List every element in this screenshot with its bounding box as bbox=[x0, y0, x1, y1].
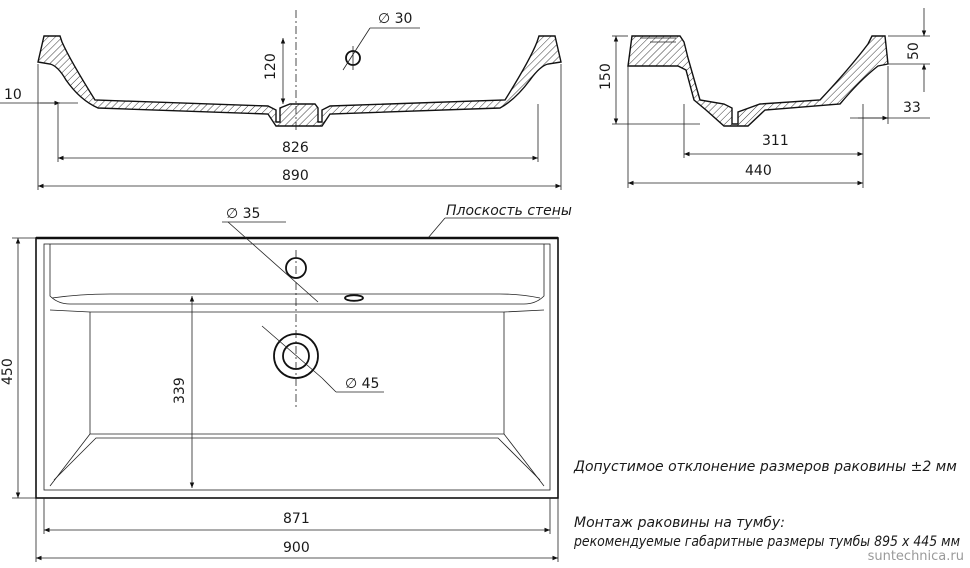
side-offset-dim: 33 bbox=[903, 100, 921, 116]
front-rim-dim: 10 bbox=[4, 87, 22, 103]
top-drain-dim: ∅ 45 bbox=[345, 376, 379, 392]
front-basin-wall bbox=[37, 35, 562, 127]
watermark: suntechnica.ru bbox=[867, 549, 964, 564]
top-inner-depth-dim: 339 bbox=[172, 377, 188, 404]
notes: Допустимое отклонение размеров раковины … bbox=[573, 459, 960, 550]
front-inner-width-dim: 826 bbox=[282, 140, 309, 156]
top-outer-width-dim: 900 bbox=[283, 540, 310, 556]
wall-plane-label: Плоскость стены bbox=[446, 203, 572, 219]
front-outer-width-dim: 890 bbox=[282, 168, 309, 184]
top-view: Плоскость стены ∅ 35 ∅ 45 339 45 bbox=[0, 203, 572, 562]
side-section-view: 150 50 33 311 440 bbox=[598, 8, 930, 188]
top-outer-depth-dim: 450 bbox=[0, 358, 16, 385]
mounting-note: рекомендуемые габаритные размеры тумбы 8… bbox=[573, 534, 960, 550]
top-outer-outline bbox=[35, 237, 559, 499]
top-rim-outline bbox=[43, 243, 551, 491]
front-section-view: ∅ 30 120 10 826 890 bbox=[0, 10, 562, 190]
top-inner-width-dim: 871 bbox=[283, 511, 310, 527]
drain-outer bbox=[273, 333, 319, 379]
side-inner-dim: 311 bbox=[762, 133, 789, 149]
side-outer-dim: 440 bbox=[745, 163, 772, 179]
overflow-slot bbox=[344, 294, 364, 302]
tolerance-note: Допустимое отклонение размеров раковины … bbox=[573, 459, 957, 475]
side-height-dim: 150 bbox=[598, 63, 614, 90]
mounting-title: Монтаж раковины на тумбу: bbox=[574, 515, 785, 531]
top-bowl-outline bbox=[89, 311, 505, 435]
side-basin-wall bbox=[627, 35, 889, 127]
front-tap-hole-dim: ∅ 30 bbox=[378, 11, 412, 27]
top-tap-hole-dim: ∅ 35 bbox=[226, 206, 260, 222]
side-rim-height-dim: 50 bbox=[906, 42, 922, 60]
front-depth-dim: 120 bbox=[263, 53, 279, 80]
